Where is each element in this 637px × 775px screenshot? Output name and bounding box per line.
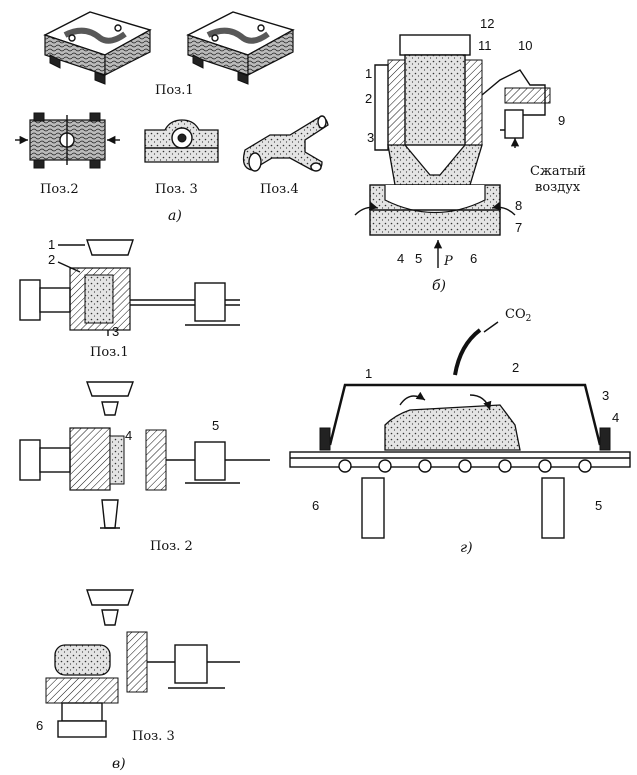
caption-v: в) — [112, 756, 126, 772]
panel-a-mold-closed — [15, 112, 120, 169]
b-num-8: 8 — [515, 198, 522, 213]
poz3-label-v: Поз. 3 — [132, 729, 175, 744]
panel-a: Поз.1 Поз.2 Поз. 3 Поз.4 а) — [15, 11, 329, 224]
b-num-4: 4 — [397, 251, 404, 266]
panel-b: 1 2 3 4 5 6 7 8 9 10 11 12 Сжатый воздух… — [354, 16, 586, 294]
v-num-3: 3 — [112, 324, 119, 339]
b-num-6: 6 — [470, 251, 477, 266]
panel-g: CO2 1 2 3 4 5 6 г) — [289, 307, 631, 556]
table-leg-left — [361, 477, 385, 539]
air-valve — [504, 109, 524, 139]
b-num-10: 10 — [518, 38, 532, 53]
g-num-1: 1 — [365, 366, 372, 381]
v-poz1-machine: 1 2 3 — [19, 237, 240, 339]
pressure-label: P — [443, 254, 453, 269]
v-num-5: 5 — [212, 418, 219, 433]
poz4-label-a: Поз.4 — [260, 182, 299, 197]
plate-vents — [338, 459, 592, 473]
poz2-label-v: Поз. 2 — [150, 539, 193, 554]
v-num-4: 4 — [125, 428, 132, 443]
core-in-box — [384, 404, 521, 451]
v-num-2: 2 — [48, 252, 55, 267]
b-num-11: 11 — [478, 38, 492, 53]
b-num-2: 2 — [365, 91, 372, 106]
poz3-label-a: Поз. 3 — [155, 182, 198, 197]
v-num-1: 1 — [48, 237, 55, 252]
panel-v: 1 2 3 Поз.1 4 5 Поз. 2 — [19, 237, 270, 772]
b-num-1: 1 — [365, 66, 372, 81]
sand-chamber — [404, 54, 466, 146]
b-num-9: 9 — [558, 113, 565, 128]
v-poz2-machine: 4 5 — [19, 381, 270, 529]
poz2-label-a: Поз.2 — [40, 182, 79, 197]
table-leg-right — [541, 477, 565, 539]
g-num-3: 3 — [602, 388, 609, 403]
panel-a-core-part — [242, 115, 329, 172]
caption-a: а) — [168, 208, 182, 224]
g-num-6: 6 — [312, 498, 319, 513]
b-num-12: 12 — [480, 16, 494, 31]
panel-a-mold-open-left — [43, 11, 152, 85]
poz1-label-a: Поз.1 — [155, 83, 194, 98]
b-num-5: 5 — [415, 251, 422, 266]
co2-tube — [453, 328, 482, 376]
g-num-5: 5 — [595, 498, 602, 513]
v-num-6: 6 — [36, 718, 43, 733]
caption-g: г) — [460, 540, 473, 556]
poz1-label-v: Поз.1 — [90, 345, 129, 360]
air-label-1: Сжатый — [530, 164, 586, 179]
sand-hopper-top — [399, 34, 471, 56]
panel-a-mold-open-right — [186, 11, 295, 85]
gas-label: CO2 — [505, 307, 531, 324]
air-label-2: воздух — [535, 180, 581, 195]
caption-b: б) — [432, 278, 446, 294]
b-num-7: 7 — [515, 220, 522, 235]
panel-a-core-in-box — [144, 119, 219, 163]
nozzle-plate — [387, 144, 483, 186]
v-poz3-machine: 6 — [36, 589, 240, 738]
b-num-3: 3 — [367, 130, 374, 145]
g-num-4: 4 — [612, 410, 619, 425]
g-num-2: 2 — [512, 360, 519, 375]
